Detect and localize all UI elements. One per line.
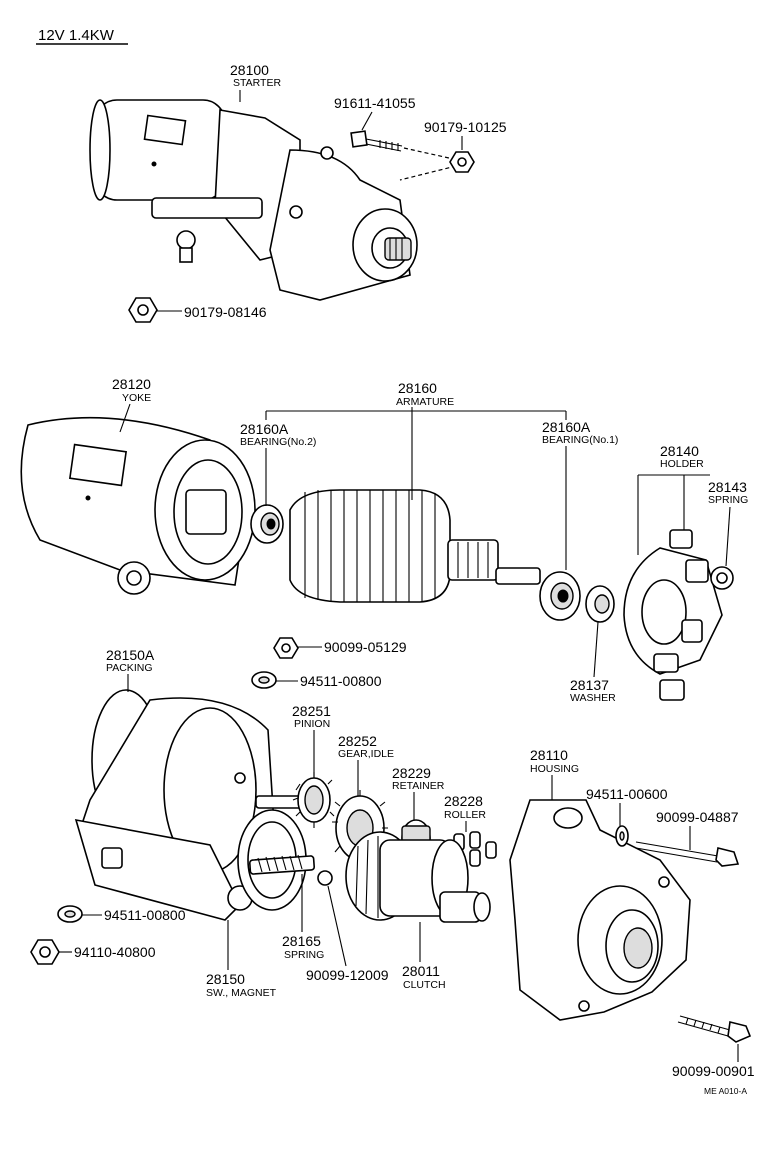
- nut-90179-08146-icon: [128, 297, 158, 323]
- armature-illustration: [289, 489, 541, 603]
- clutch-illustration: [345, 831, 491, 923]
- part-number-91611-41055: 91611-41055: [334, 95, 416, 111]
- part-number-28137: 28137: [570, 677, 609, 693]
- part-number-94511-00600: 94511-00600: [586, 786, 668, 802]
- bolt-91611-icon: [350, 130, 403, 152]
- part-name-yoke: YOKE: [122, 392, 151, 404]
- part-number-28143: 28143: [708, 479, 747, 495]
- part-number-28228: 28228: [444, 793, 483, 809]
- part-number-28011: 28011: [402, 963, 440, 979]
- part-number-94511-00800-upper: 94511-00800: [300, 673, 382, 689]
- nut-90179-10125-icon: [449, 151, 475, 173]
- bolt-90099-04887-icon: [635, 841, 740, 867]
- part-name-spring-28143: SPRING: [708, 494, 748, 506]
- part-number-90099-05129: 90099-05129: [324, 639, 407, 655]
- part-name-washer: WASHER: [570, 692, 616, 704]
- starter-assembly-illustration: [89, 99, 418, 301]
- part-name-retainer: RETAINER: [392, 780, 445, 792]
- part-name-roller: ROLLER: [444, 809, 486, 821]
- bolt-90099-00901-icon: [677, 1015, 752, 1043]
- bearing-no2-icon: [250, 504, 284, 544]
- part-number-28120: 28120: [112, 376, 151, 392]
- part-name-holder: HOLDER: [660, 458, 704, 470]
- figure-code: ME A010-A: [704, 1086, 747, 1096]
- part-number-90099-00901: 90099-00901: [672, 1063, 755, 1079]
- part-number-94110-40800: 94110-40800: [74, 944, 156, 960]
- part-number-28160a-bearing-no1: 28160A: [542, 419, 591, 435]
- nut-90099-05129-icon: [273, 637, 299, 659]
- part-name-gear-idle: GEAR,IDLE: [338, 748, 394, 760]
- part-number-28110: 28110: [530, 747, 568, 763]
- nut-94110-40800-icon: [30, 939, 60, 965]
- part-name-spring-28165: SPRING: [284, 949, 324, 961]
- part-number-28160a-bearing-no2: 28160A: [240, 421, 289, 437]
- washer-28137-icon: [585, 585, 615, 623]
- part-number-90179-10125: 90179-10125: [424, 119, 507, 135]
- part-name-sw-magnet: SW., MAGNET: [206, 987, 277, 999]
- washer-94511-00600-icon: [615, 825, 629, 847]
- ball-90099-12009-icon: [317, 870, 333, 886]
- pinion-gear-icon: [292, 772, 335, 828]
- part-number-28160: 28160: [398, 380, 437, 396]
- part-number-90099-12009: 90099-12009: [306, 967, 389, 983]
- part-number-90099-04887: 90099-04887: [656, 809, 739, 825]
- yoke-illustration: [20, 416, 256, 595]
- part-number-28251: 28251: [292, 703, 331, 719]
- part-name-armature: ARMATURE: [396, 396, 454, 408]
- bearing-no1-icon: [539, 571, 581, 621]
- washer-94511-00800-lower-icon: [57, 905, 83, 923]
- part-number-28165: 28165: [282, 933, 321, 949]
- part-number-28229: 28229: [392, 765, 431, 781]
- diagram-title: 12V 1.4KW: [38, 27, 115, 44]
- part-name-housing: HOUSING: [530, 763, 579, 775]
- part-number-28252: 28252: [338, 733, 377, 749]
- part-number-28150a: 28150A: [106, 647, 155, 663]
- part-name-bearing-no1: BEARING(No.1): [542, 434, 618, 446]
- washer-94511-00800-icon: [251, 671, 277, 689]
- part-name-starter: STARTER: [233, 77, 281, 89]
- part-name-clutch: CLUTCH: [403, 979, 446, 991]
- brush-holder-illustration: [623, 529, 734, 701]
- part-name-packing: PACKING: [106, 662, 152, 674]
- part-number-28100: 28100: [230, 62, 269, 78]
- part-number-94511-00800-lower: 94511-00800: [104, 907, 186, 923]
- housing-illustration: [509, 799, 691, 1021]
- part-name-pinion: PINION: [294, 718, 330, 730]
- part-number-28140: 28140: [660, 443, 699, 459]
- part-number-28150: 28150: [206, 971, 245, 987]
- part-name-bearing-no2: BEARING(No.2): [240, 436, 316, 448]
- part-number-90179-08146: 90179-08146: [184, 304, 267, 320]
